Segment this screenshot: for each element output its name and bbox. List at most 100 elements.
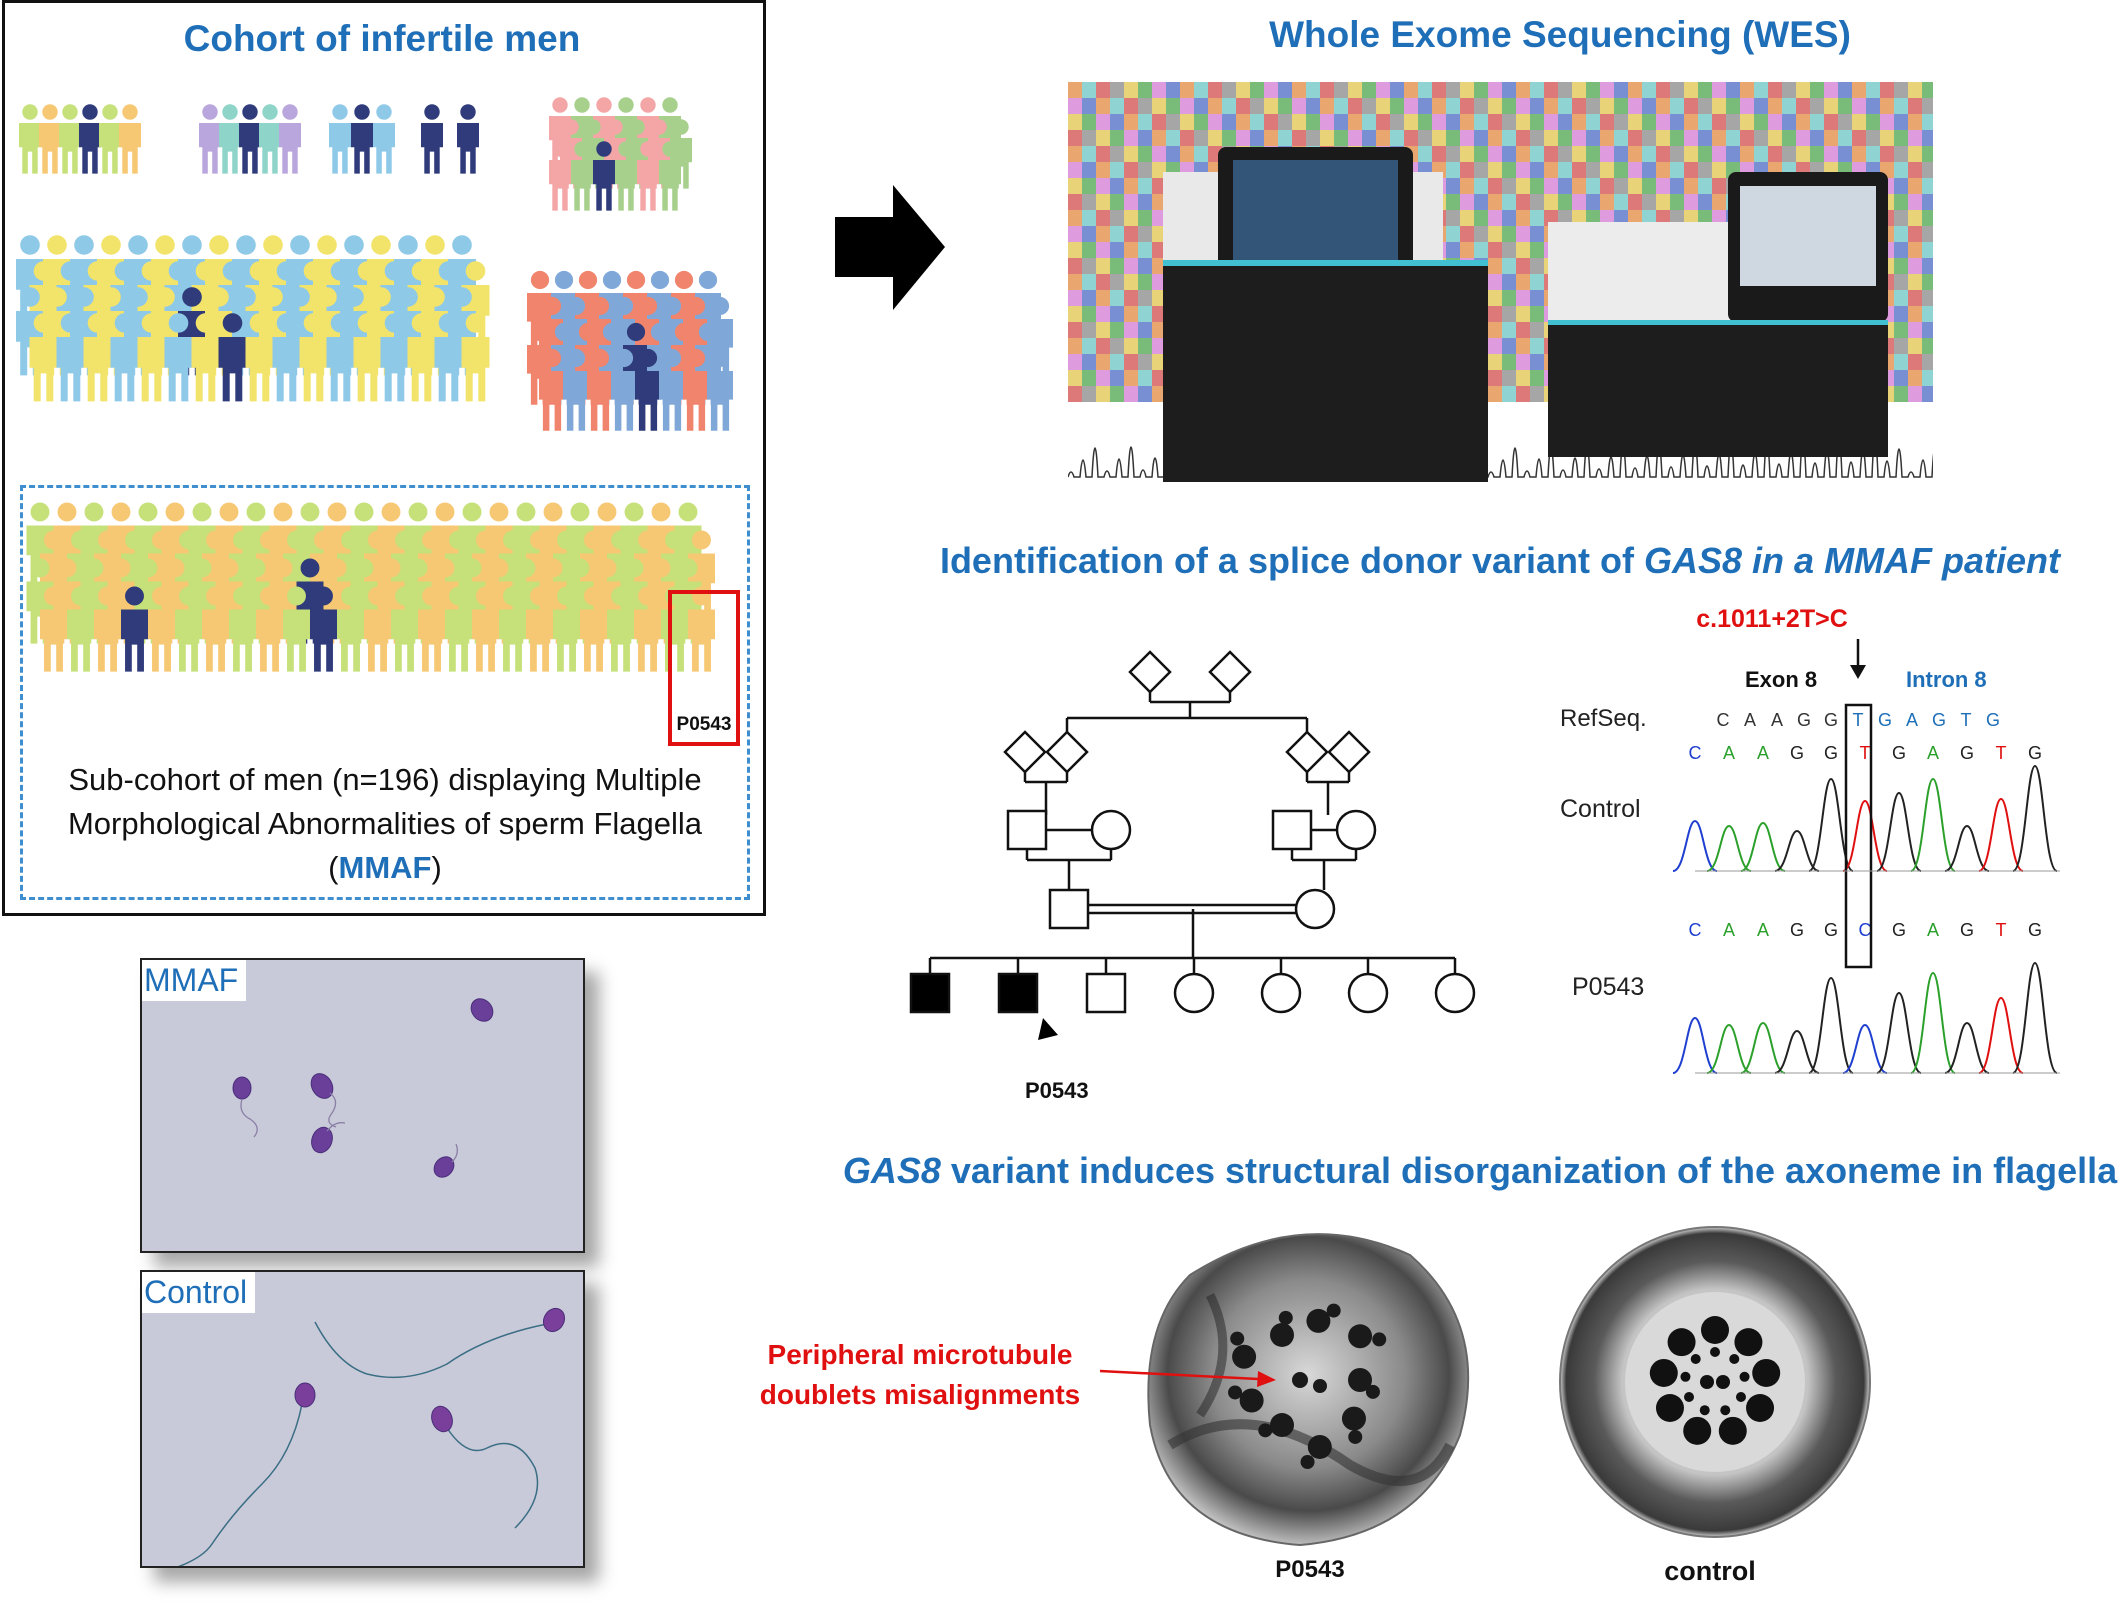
pedigree-diamond bbox=[1327, 730, 1371, 774]
splice-title-prefix: Identification of a splice donor variant… bbox=[939, 540, 1645, 581]
proband-arrow-icon bbox=[1038, 1018, 1058, 1040]
crowd-group bbox=[26, 502, 715, 672]
pedigree-male bbox=[1271, 809, 1313, 851]
patient-label: P0543 bbox=[1572, 973, 1644, 1001]
sequence-base: A bbox=[1723, 920, 1735, 940]
control-em-crosssection bbox=[1559, 1226, 1871, 1538]
flow-arrow-icon bbox=[835, 185, 945, 310]
sequence-base: A bbox=[1744, 710, 1756, 730]
doublet bbox=[1232, 1344, 1257, 1369]
axoneme-title-rest: variant induces structural disorganizati… bbox=[940, 1150, 2118, 1191]
sequence-base: A bbox=[1723, 743, 1735, 763]
control-em-label: control bbox=[1664, 1556, 1756, 1586]
trace-peak bbox=[1876, 791, 1922, 872]
mmaf-sperm-illustration bbox=[232, 998, 494, 1178]
pedigree-male bbox=[1006, 809, 1048, 851]
doublet bbox=[1729, 1354, 1740, 1365]
sequence-base: G bbox=[1892, 743, 1906, 763]
subcohort-paren-close: ) bbox=[431, 850, 442, 885]
control-chromatogram bbox=[1672, 764, 2058, 872]
doublet bbox=[1258, 1423, 1273, 1438]
pedigree-female bbox=[1173, 972, 1215, 1014]
doublet bbox=[1239, 1388, 1264, 1413]
subcohort-paren-open: ( bbox=[328, 850, 339, 885]
splice-title: Identification of a splice donor variant… bbox=[880, 540, 2120, 582]
sequence-base: G bbox=[1960, 920, 1974, 940]
trace-peak bbox=[1672, 819, 1718, 872]
doublet bbox=[1348, 1324, 1373, 1349]
sequence-base: G bbox=[2028, 920, 2042, 940]
trace-peak bbox=[1740, 821, 1786, 872]
pedigree-diamond bbox=[1003, 730, 1047, 774]
sequence-base: G bbox=[1892, 920, 1906, 940]
doublet bbox=[1684, 1392, 1695, 1402]
doublet bbox=[1667, 1328, 1696, 1357]
pedigree-male bbox=[1085, 972, 1127, 1014]
sequence-base: G bbox=[1790, 743, 1804, 763]
patient-em-crosssection bbox=[1147, 1233, 1470, 1547]
sequence-base: T bbox=[1961, 710, 1972, 730]
doublet bbox=[1699, 1405, 1710, 1416]
pedigree-male bbox=[1048, 888, 1090, 930]
control-micrograph: Control bbox=[140, 1270, 585, 1568]
doublet bbox=[1341, 1406, 1366, 1431]
sequence-base: G bbox=[1824, 710, 1838, 730]
doublet bbox=[1230, 1331, 1245, 1346]
pedigree-female bbox=[1260, 972, 1302, 1014]
doublet bbox=[1710, 1347, 1720, 1357]
trace-peak bbox=[1808, 777, 1854, 872]
sequence-base: A bbox=[1771, 710, 1783, 730]
trace-peak bbox=[1774, 829, 1820, 872]
doublet bbox=[1307, 1434, 1332, 1459]
trace-peak bbox=[1978, 996, 2024, 1074]
axoneme-title-gene: GAS8 bbox=[842, 1150, 941, 1191]
pedigree-diamond bbox=[1208, 650, 1252, 694]
trace-peak bbox=[1944, 824, 1990, 872]
sequence-base: T bbox=[1996, 920, 2007, 940]
trace-peak bbox=[1876, 991, 1922, 1074]
variant-label: c.1011+2T>C bbox=[1696, 605, 1848, 633]
doublet bbox=[1649, 1358, 1678, 1387]
sequence-base: G bbox=[1986, 710, 2000, 730]
splice-title-gene: GAS8 in a MMAF patient bbox=[1644, 540, 2061, 581]
wes-title: Whole Exome Sequencing (WES) bbox=[1269, 14, 1851, 55]
exon-label: Exon 8 bbox=[1745, 667, 1817, 692]
pedigree-female bbox=[1434, 972, 1476, 1014]
crowd-group bbox=[15, 235, 490, 402]
sequence-base: G bbox=[1790, 920, 1804, 940]
sequence-base: G bbox=[1824, 920, 1838, 940]
trace-peak bbox=[1740, 1021, 1786, 1074]
chromatogram-panel: c.1011+2T>C Exon 8 Intron 8 RefSeq. Cont… bbox=[1560, 605, 2060, 1074]
pedigree-female bbox=[1294, 888, 1336, 930]
trace-peak bbox=[1944, 1021, 1990, 1074]
doublet bbox=[1734, 1328, 1763, 1357]
doublet bbox=[1228, 1385, 1243, 1400]
crowd-group bbox=[199, 104, 301, 174]
doublet bbox=[1690, 1354, 1701, 1365]
doublet bbox=[1348, 1368, 1372, 1392]
sequence-base: T bbox=[1996, 743, 2007, 763]
axoneme-title: GAS8 variant induces structural disorgan… bbox=[832, 1150, 2128, 1192]
sequence-base: G bbox=[1824, 743, 1838, 763]
trace-peak bbox=[1672, 1016, 1718, 1074]
pedigree-chart: P0543 bbox=[909, 650, 1476, 1103]
pedigree-female bbox=[1090, 809, 1132, 851]
doublet bbox=[1326, 1303, 1341, 1318]
trace-peak bbox=[1706, 824, 1752, 872]
trace-peak bbox=[1774, 1029, 1820, 1074]
mmaf-micrograph: MMAF bbox=[140, 958, 585, 1253]
cohort-panel bbox=[2, 0, 766, 916]
doublet bbox=[1720, 1405, 1731, 1416]
crowd-group bbox=[526, 270, 733, 431]
variant-arrow-icon bbox=[1850, 665, 1866, 679]
doublet bbox=[1718, 1416, 1747, 1445]
doublet bbox=[1300, 1454, 1315, 1469]
pedigree-affected-male bbox=[909, 972, 951, 1014]
sequence-base: A bbox=[1906, 710, 1918, 730]
subcohort-description: Sub-cohort of men (n=196) displaying Mul… bbox=[20, 758, 750, 890]
peripheral-annotation: Peripheral microtubule doublets misalign… bbox=[759, 1339, 1081, 1410]
patient-em-label: P0543 bbox=[1275, 1556, 1345, 1583]
subcohort-mmaf-acronym: MMAF bbox=[338, 850, 432, 885]
